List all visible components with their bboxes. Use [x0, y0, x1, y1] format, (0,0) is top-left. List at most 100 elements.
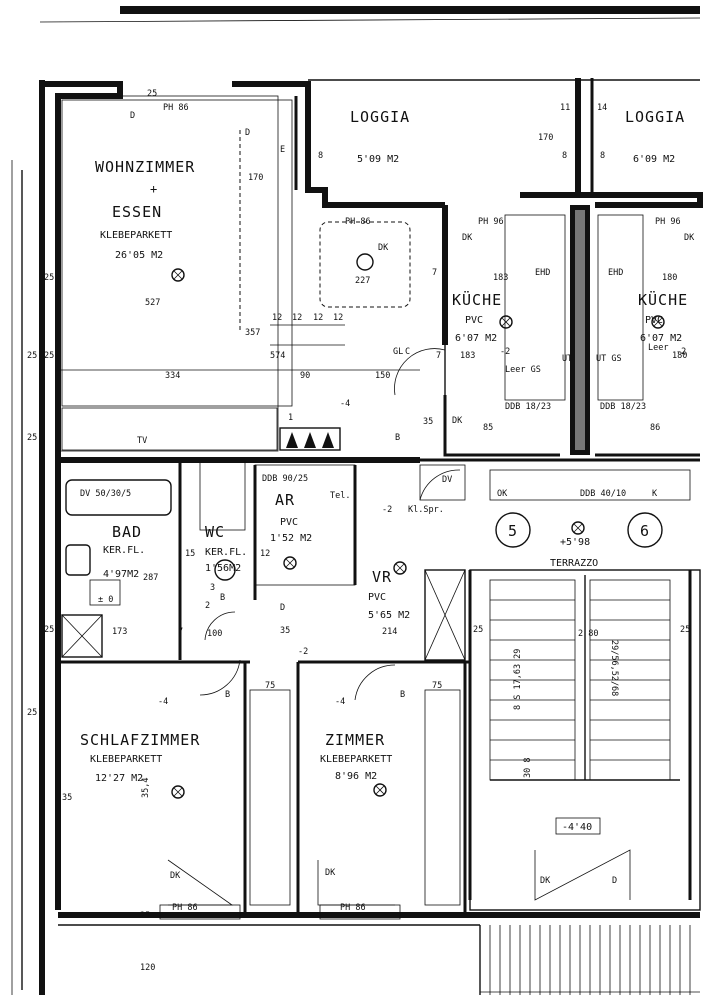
ar-area: 1'52 M2: [270, 533, 312, 544]
dim-25-2: 25: [27, 351, 37, 361]
dim-14: 14: [597, 103, 607, 113]
kueche-left-floor: PVC: [465, 315, 483, 326]
sash-schlafzimmer: [167, 859, 234, 906]
b-label-4: B: [220, 593, 225, 603]
dk-label-1: DK: [378, 243, 389, 253]
dim-3-1: 3: [210, 583, 215, 593]
door-arc-bed: [199, 659, 241, 696]
dk-label-7: DK: [452, 416, 463, 426]
balcony-hatch: [479, 925, 700, 995]
dim-120: 120: [140, 963, 155, 973]
door-arc-bad: [204, 611, 236, 641]
dim-25-5: 25: [44, 625, 54, 635]
b-label-2: B: [225, 690, 230, 700]
dim-7-3: 7: [178, 627, 183, 637]
schlafzimmer-area: 12'27 M2: [95, 773, 143, 784]
shower: [61, 614, 103, 658]
washbasin-2: [89, 579, 121, 606]
unit-6-label: 6: [640, 522, 650, 540]
door-arc-zimmer: [354, 664, 396, 701]
bad-area: 4'97M2: [103, 569, 139, 580]
ddb-18-23-left: DDB 18/23: [505, 402, 551, 412]
sheet-top-hairline: [39, 17, 701, 23]
unit-5-label: 5: [508, 522, 518, 540]
dim-170-2: 170: [538, 133, 553, 143]
wardrobe-bed-1: [249, 689, 291, 906]
ph96-right: PH 96: [655, 217, 681, 227]
zimmer-floor: KLEBEPARKETT: [320, 754, 392, 765]
dim-75-2: 75: [432, 681, 442, 691]
ar-box: [254, 464, 356, 586]
d-label-2: D: [245, 128, 250, 138]
dim-2-1: 2: [205, 601, 210, 611]
dim-12-2: 12: [292, 313, 302, 323]
ddb-40-10: DDB 40/10: [580, 489, 626, 499]
dim-287: 287: [143, 573, 158, 583]
ph86-bottom-right: PH 86: [340, 903, 366, 913]
dim-7-1: 7: [432, 268, 437, 278]
ph96-left: PH 96: [478, 217, 504, 227]
ut-label: UT: [562, 354, 572, 364]
wc-area: 1'56M2: [205, 563, 241, 574]
kitchen-bottom-wall: [443, 395, 560, 457]
landing-level-box: [555, 817, 601, 835]
bathtub: [65, 479, 172, 516]
stair-dims-right: 29/56,52/68: [609, 640, 619, 696]
dim-m2-1: -2: [500, 347, 510, 357]
dim-574: 574: [270, 351, 285, 361]
dim-214: 214: [382, 627, 397, 637]
tv-label: TV: [137, 436, 147, 446]
wc-floor: KER.FL.: [205, 547, 247, 558]
dim-35-1: 35: [423, 417, 433, 427]
terrazzo-name: TERRAZZO: [550, 558, 598, 569]
eight-label-2: 8: [562, 151, 567, 161]
wohnzimmer-area: 26'05 M2: [115, 250, 163, 261]
gl-label: GL: [393, 347, 403, 357]
dim-30-8: 30 8: [523, 758, 533, 778]
wohnzimmer-floor: KLEBEPARKETT: [100, 230, 172, 241]
dim-85: 85: [483, 423, 493, 433]
vr-floor: PVC: [368, 592, 386, 603]
kueche-left-area: 6'07 M2: [455, 333, 497, 344]
landing-box: [424, 569, 466, 661]
dim-25-4: 25: [27, 433, 37, 443]
sash-zimmer: [317, 860, 395, 906]
wohnzimmer-lower-strip: [61, 407, 278, 451]
dim-183-1: 183: [493, 273, 508, 283]
door-arc-wohn: [394, 348, 446, 396]
kueche-right-area: 6'07 M2: [640, 333, 682, 344]
ph86-bottom-left: PH 86: [172, 903, 198, 913]
dim-12-5: 12: [260, 549, 270, 559]
zimmer-name: ZIMMER: [325, 731, 385, 749]
dim-86: 86: [650, 423, 660, 433]
wohnzimmer-name: WOHNZIMMER: [95, 158, 195, 176]
ddb-18-23-right: DDB 18/23: [600, 402, 646, 412]
k-label: K: [652, 489, 658, 499]
dim-m2-3: -2: [298, 647, 308, 657]
schlafzimmer-floor: KLEBEPARKETT: [90, 754, 162, 765]
ehd-right: EHD: [608, 268, 623, 278]
b-label-1: B: [395, 433, 400, 443]
dim-25-10: 25: [147, 89, 157, 99]
dk-label-3: DK: [684, 233, 695, 243]
sash-landing: [534, 849, 631, 901]
eight-label-3: 8: [600, 151, 605, 161]
dim-334: 334: [165, 371, 180, 381]
dim-170-1: 170: [248, 173, 263, 183]
dim-12-4: 12: [333, 313, 343, 323]
wohnzimmer-outline: [57, 95, 279, 452]
wc-bowl: [214, 559, 236, 581]
shaft-inner: [575, 210, 585, 450]
eight-label-1: 8: [318, 151, 323, 161]
corridor-box: [489, 469, 691, 501]
vr-area: 5'65 M2: [368, 610, 410, 621]
unit-6-circle: [627, 512, 663, 548]
d-label-3: D: [612, 876, 617, 886]
dim-7-2: 7: [436, 351, 441, 361]
ph86-top: PH 86: [163, 103, 189, 113]
dim-150: 150: [375, 371, 390, 381]
dim-25-7: 25: [473, 625, 483, 635]
dim-35-4: 35,4: [141, 778, 151, 798]
dk-label-6: DK: [540, 876, 551, 886]
